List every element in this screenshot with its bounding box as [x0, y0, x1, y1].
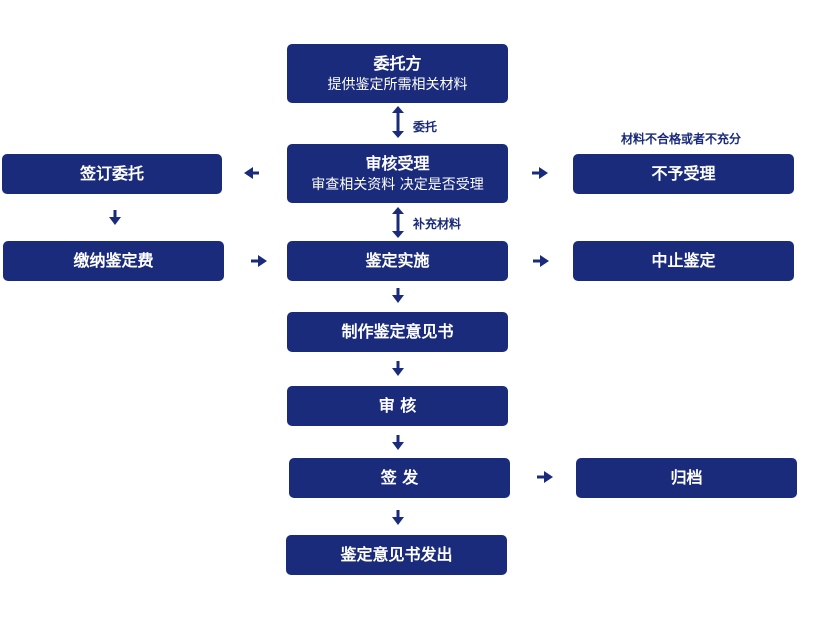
node-buyu-shouli: 不予受理: [573, 154, 794, 194]
node-yijianshu-fachu-title: 鉴定意见书发出: [340, 545, 453, 564]
double-arrow-buchong: [392, 207, 404, 238]
node-shenhe: 审 核: [287, 386, 508, 426]
node-guidang-title: 归档: [670, 468, 703, 487]
node-weituofang-title: 委托方: [373, 53, 422, 73]
arrow-to-guidang: [537, 471, 553, 483]
node-jianding-shishi-title: 鉴定实施: [365, 251, 430, 270]
arrow-to-shishi: [251, 255, 267, 267]
node-jiaona-jiandingfei: 缴纳鉴定费: [3, 241, 224, 281]
arrow-to-qianfa: [392, 435, 404, 450]
node-shenhe-shouli-title: 审核受理: [365, 153, 430, 173]
node-qianding-weituo-title: 签订委托: [79, 164, 144, 183]
node-yijianshu-fachu: 鉴定意见书发出: [286, 535, 507, 575]
double-arrow-weituo: [392, 106, 404, 138]
label-weituo: 委托: [413, 120, 438, 134]
label-cailiao-buhege: 材料不合格或者不充分: [621, 132, 742, 146]
node-guidang: 归档: [576, 458, 797, 498]
arrow-to-zhizuo: [392, 288, 404, 303]
node-zhizuo-yijianshu: 制作鉴定意见书: [287, 312, 508, 352]
label-buchong-cailiao: 补充材料: [413, 217, 462, 231]
node-jiaona-jiandingfei-title: 缴纳鉴定费: [73, 251, 154, 270]
node-shenhe-title: 审 核: [378, 396, 417, 415]
arrow-to-zhongzhi: [533, 255, 549, 267]
node-zhongzhi-jianding: 中止鉴定: [573, 241, 794, 281]
node-jianding-shishi: 鉴定实施: [287, 241, 508, 281]
node-zhongzhi-jianding-title: 中止鉴定: [651, 251, 716, 270]
arrow-to-jiaona: [109, 210, 121, 225]
node-weituofang: 委托方 提供鉴定所需相关材料: [287, 44, 508, 103]
arrow-to-qianding: [244, 167, 259, 179]
arrow-to-shenhe: [392, 361, 404, 376]
node-shenhe-shouli: 审核受理 审查相关资料 决定是否受理: [287, 144, 508, 203]
node-qianfa-title: 签 发: [380, 468, 419, 487]
arrow-to-fachu: [392, 510, 404, 525]
node-zhizuo-yijianshu-title: 制作鉴定意见书: [341, 322, 454, 341]
node-weituofang-subtitle: 提供鉴定所需相关材料: [327, 76, 468, 93]
node-qianfa: 签 发: [289, 458, 510, 498]
node-shenhe-shouli-subtitle: 审查相关资料 决定是否受理: [311, 176, 484, 193]
node-buyu-shouli-title: 不予受理: [651, 164, 716, 183]
arrow-to-buyu: [532, 167, 548, 179]
node-qianding-weituo: 签订委托: [2, 154, 222, 194]
